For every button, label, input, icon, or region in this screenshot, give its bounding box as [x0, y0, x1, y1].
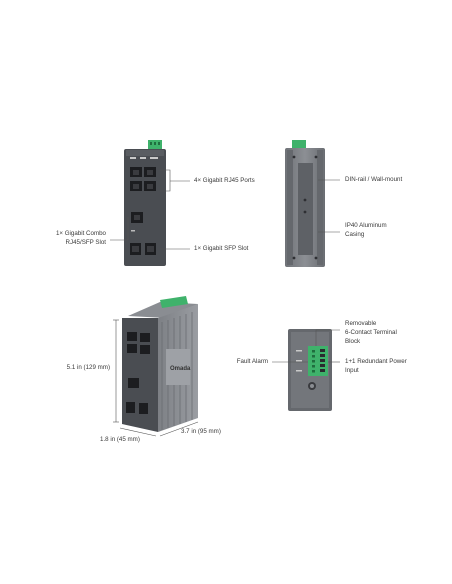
din-rail-label: DIN-rail / Wall-mount — [345, 176, 403, 183]
rj45-ports-label: 4× Gigabit RJ45 Ports — [194, 177, 255, 184]
fault-alarm-label: Fault Alarm — [236, 358, 268, 365]
redundant-power-label-line2: Input — [345, 367, 359, 374]
depth-dimension-label: 1.8 in (45 mm) — [100, 436, 140, 443]
leader-lines — [110, 169, 340, 437]
terminal-block — [308, 346, 328, 376]
width-dimension-label: 3.7 in (95 mm) — [181, 428, 221, 435]
redundant-power-label-line1: 1+1 Redundant Power — [345, 358, 407, 365]
bottom-view-switch — [288, 329, 332, 411]
terminal-block-label-line2: 6-Contact Terminal — [345, 329, 397, 336]
side-view-switch — [285, 140, 325, 267]
aluminum-label-line1: IP40 Aluminum — [345, 222, 387, 229]
isometric-view-switch: Omada — [122, 296, 198, 432]
aluminum-label-line2: Casing — [345, 231, 365, 238]
sfp-slot-label: 1× Gigabit SFP Slot — [194, 245, 249, 252]
height-dimension-label: 5.1 in (129 mm) — [66, 364, 110, 371]
rj45-port-group — [130, 167, 156, 191]
front-view-switch — [124, 140, 166, 266]
omada-logo: Omada — [170, 366, 191, 372]
terminal-block-label-line3: Block — [345, 338, 361, 345]
terminal-block-label-line1: Removable — [345, 320, 377, 327]
combo-slot-label-line2: RJ45/SFP Slot — [65, 239, 106, 246]
combo-slot-label-line1: 1× Gigabit Combo — [55, 230, 106, 237]
